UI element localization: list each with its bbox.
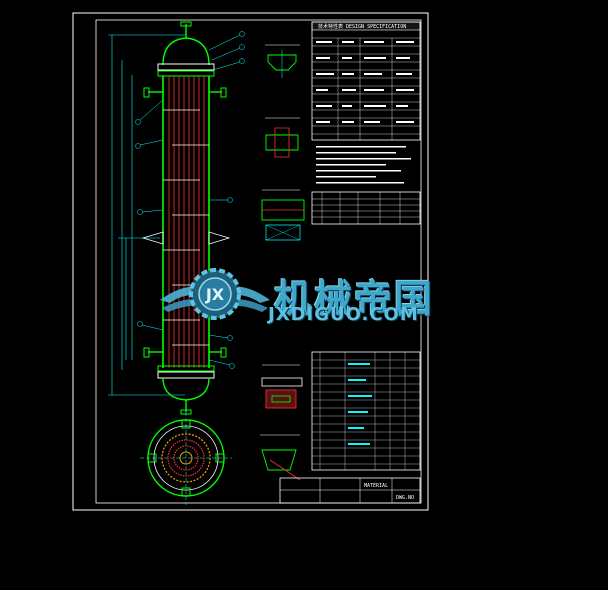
technical-notes (316, 146, 411, 184)
watermark-logo: JX (160, 268, 270, 320)
title-block-drawing-no: DWG.NO (396, 495, 414, 501)
title-block: MATERIAL DWG.NO (279, 477, 421, 504)
watermark-logo-letters: JX (205, 285, 225, 304)
watermark-brand: 机械帝国 (274, 277, 435, 321)
spec-table-title: 技术特性表 DESIGN SPECIFICATION (318, 23, 406, 30)
detail-views (260, 44, 305, 481)
vessel-elevation (108, 21, 245, 415)
watermark-url: JXDIGUO.COM (268, 304, 419, 325)
inner-border (95, 19, 422, 504)
vessel-plan-view (140, 412, 232, 505)
spec-table (311, 21, 421, 141)
drawing-border (72, 12, 429, 511)
parts-list (311, 351, 421, 471)
title-block-material: MATERIAL (364, 483, 388, 489)
nozzle-table (311, 191, 421, 225)
